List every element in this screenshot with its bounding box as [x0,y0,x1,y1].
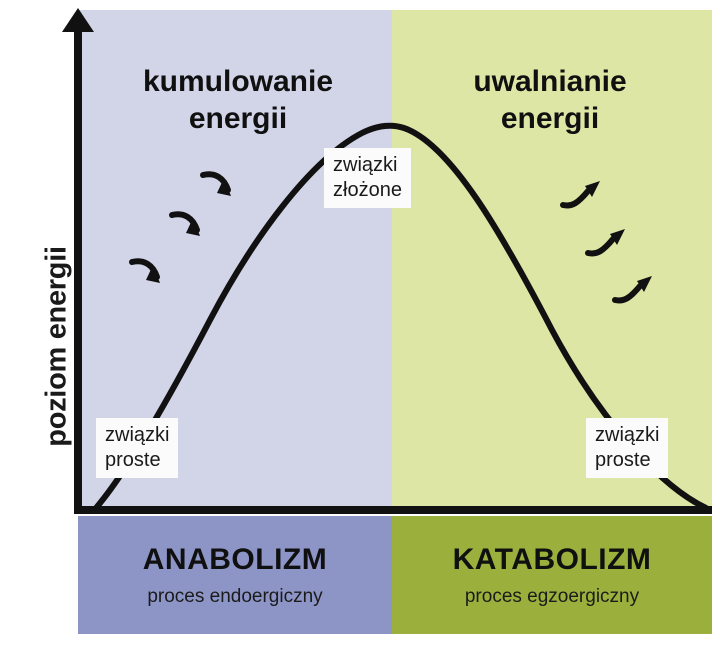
callout-simple-right-line2: proste [595,449,651,471]
region-title-anabolism-line2: energii [188,101,288,135]
callout-simple-right-line1: związki [595,424,660,446]
callout-complex-line1: związki [333,154,398,176]
band-anabolizm-subtitle: proces endoergiczny [147,585,323,607]
callout-simple-compounds-right: związki proste [586,418,669,478]
region-title-catabolism: uwalnianie energii [400,64,700,137]
y-axis-line [74,22,82,514]
region-title-catabolism-line2: energii [500,101,600,135]
region-title-catabolism-line1: uwalnianie [473,65,627,98]
callout-complex-compounds: związki złożone [324,148,411,208]
region-title-anabolism-line1: kumulowanie [142,65,334,98]
callout-simple-left-line1: związki [105,424,170,446]
x-axis-line [74,506,712,514]
band-anabolizm-title: ANABOLIZM [142,542,328,576]
band-katabolizm-title: KATABOLIZM [452,542,652,576]
callout-complex-line2: złożone [333,179,402,201]
y-axis-label: poziom energii [40,246,73,447]
band-katabolizm: KATABOLIZM proces egzoergiczny [392,516,712,634]
callout-simple-left-line2: proste [105,449,161,471]
arrow-up-icon [62,8,94,32]
region-title-anabolism: kumulowanie energii [88,64,388,137]
callout-simple-compounds-left: związki proste [96,418,179,478]
band-katabolizm-subtitle: proces egzoergiczny [464,585,640,607]
band-anabolizm: ANABOLIZM proces endoergiczny [78,516,392,634]
